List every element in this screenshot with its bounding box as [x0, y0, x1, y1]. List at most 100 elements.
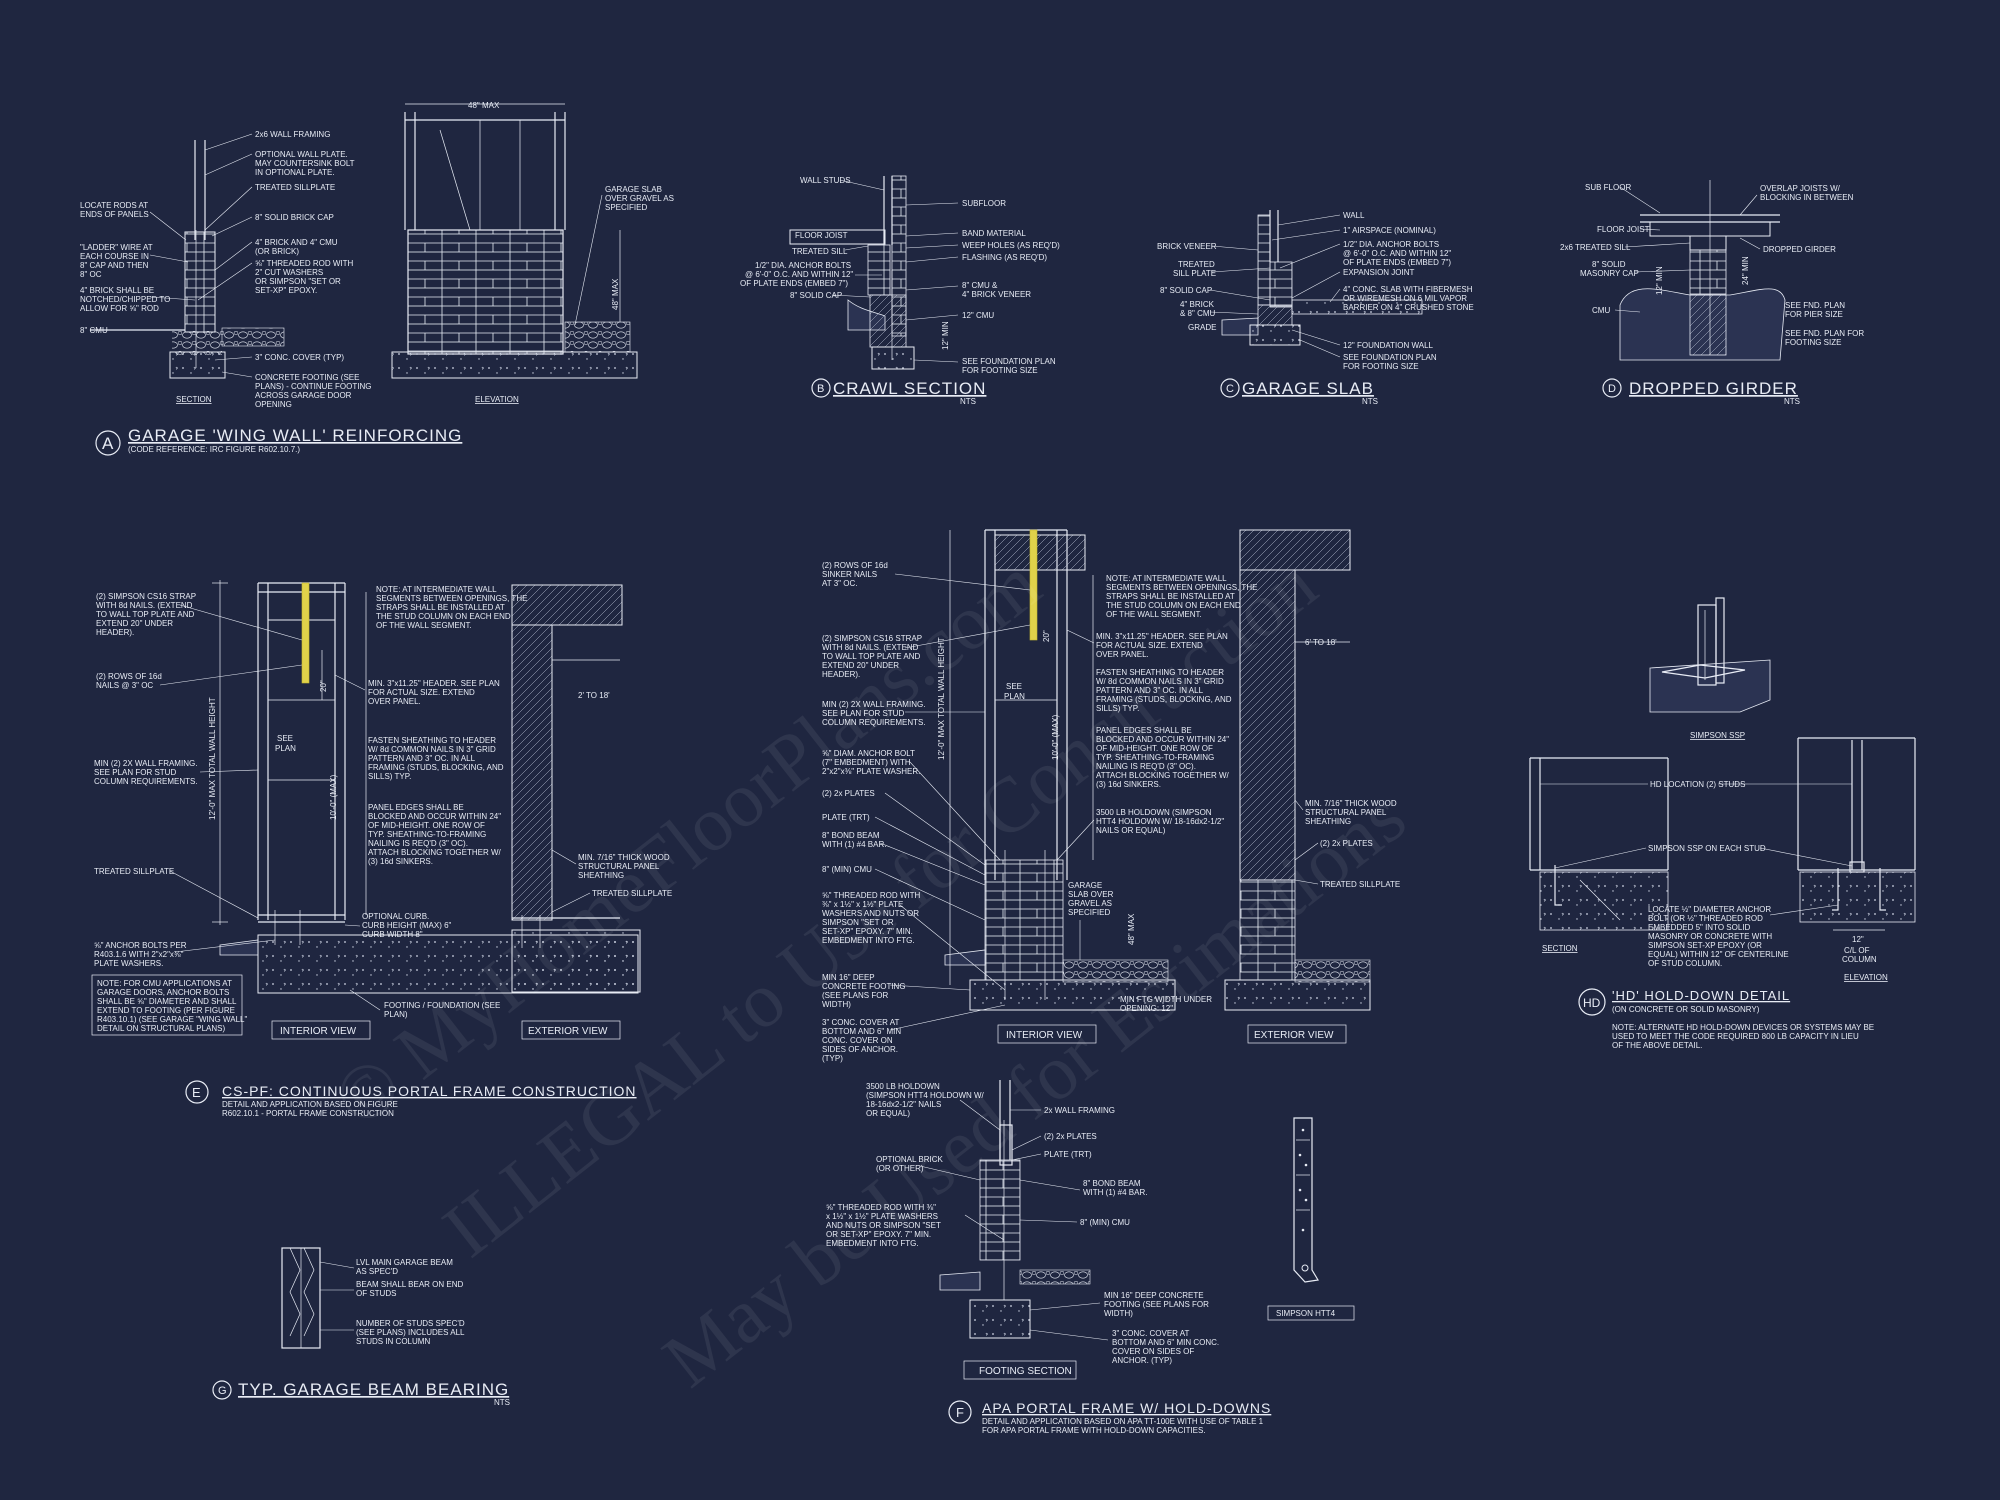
- svg-text:8" BOND BEAM: 8" BOND BEAM: [822, 831, 880, 840]
- svg-text:⅝" DIAM. ANCHOR BOLT: ⅝" DIAM. ANCHOR BOLT: [822, 749, 915, 758]
- svg-text:EXPANSION JOINT: EXPANSION JOINT: [1343, 268, 1415, 277]
- detail-a-left-notes: LOCATE RODS AT ENDS OF PANELS "LADDER" W…: [80, 201, 196, 335]
- detail-e-ext-notes: MIN. 7/16" THICK WOOD STRUCTURAL PANEL S…: [551, 849, 672, 913]
- svg-text:SPECIFIED: SPECIFIED: [605, 203, 647, 212]
- svg-text:⅝" THREADED ROD WITH ⅜": ⅝" THREADED ROD WITH ⅜": [826, 1203, 936, 1212]
- svg-text:NAILS OR EQUAL): NAILS OR EQUAL): [1096, 826, 1166, 835]
- svg-text:⅝" THREADED ROD WITH: ⅝" THREADED ROD WITH: [822, 891, 920, 900]
- svg-text:2x6 TREATED SILL: 2x6 TREATED SILL: [1560, 243, 1631, 252]
- detail-c-bubble: C: [1226, 383, 1234, 395]
- svg-text:12" FOUNDATION WALL: 12" FOUNDATION WALL: [1343, 341, 1434, 350]
- svg-text:WALL: WALL: [1343, 211, 1365, 220]
- svg-text:COLUMN REQUIREMENTS.: COLUMN REQUIREMENTS.: [94, 777, 198, 786]
- svg-text:SEE FND. PLAN FOR: SEE FND. PLAN FOR: [1785, 329, 1864, 338]
- svg-text:FOOTING SIZE: FOOTING SIZE: [1785, 338, 1841, 347]
- svg-text:MASONRY OR CONCRETE WITH: MASONRY OR CONCRETE WITH: [1648, 932, 1772, 941]
- svg-text:SILLS) TYP.: SILLS) TYP.: [368, 772, 411, 781]
- svg-text:OVER PANEL.: OVER PANEL.: [368, 697, 421, 706]
- svg-text:NAILING IS REQ'D (3" OC).: NAILING IS REQ'D (3" OC).: [1096, 762, 1196, 771]
- detail-f-see-plan-2: PLAN: [1004, 692, 1025, 701]
- svg-text:8" CMU &: 8" CMU &: [962, 281, 998, 290]
- svg-text:3500 LB HOLDOWN (SIMPSON: 3500 LB HOLDOWN (SIMPSON: [1096, 808, 1212, 817]
- svg-text:& 8" CMU: & 8" CMU: [1180, 309, 1216, 318]
- detail-g-title: TYP. GARAGE BEAM BEARING: [238, 1380, 509, 1399]
- detail-hd-dim-1: 12": [1852, 935, 1864, 944]
- svg-text:CMU: CMU: [1592, 306, 1610, 315]
- svg-text:OPTIONAL WALL PLATE.: OPTIONAL WALL PLATE.: [255, 150, 348, 159]
- svg-text:BOLT (OR ½" THREADED ROD: BOLT (OR ½" THREADED ROD: [1648, 914, 1763, 923]
- detail-d-dim-b: 24" MIN: [1741, 256, 1750, 285]
- detail-f-htt4-label: SIMPSON HTT4: [1276, 1309, 1336, 1318]
- svg-text:PLATE (TRT): PLATE (TRT): [822, 813, 870, 822]
- svg-text:NAILS @ 3" OC: NAILS @ 3" OC: [96, 681, 153, 690]
- detail-d-bubble-circle: [1602, 378, 1622, 398]
- svg-text:(OR OTHER): (OR OTHER): [876, 1164, 924, 1173]
- detail-f-footing-section: [939, 1080, 1091, 1339]
- detail-f-dim-side: 48" MAX: [1127, 913, 1136, 945]
- detail-g-bubble-circle: [212, 1380, 232, 1400]
- svg-text:PLATE WASHERS.: PLATE WASHERS.: [94, 959, 163, 968]
- svg-text:(2) 2x PLATES: (2) 2x PLATES: [1044, 1132, 1097, 1141]
- svg-text:NOTE: FOR CMU APPLICATIONS AT: NOTE: FOR CMU APPLICATIONS AT: [97, 979, 232, 988]
- svg-text:SIMPSON SET-XP EPOXY (OR: SIMPSON SET-XP EPOXY (OR: [1648, 941, 1762, 950]
- detail-a-elevation-label: ELEVATION: [475, 395, 519, 404]
- svg-text:BEAM SHALL BEAR ON END: BEAM SHALL BEAR ON END: [356, 1280, 464, 1289]
- svg-text:SIDES OF ANCHOR.: SIDES OF ANCHOR.: [822, 1045, 898, 1054]
- detail-e-mid-notes: NOTE: AT INTERMEDIATE WALL SEGMENTS BETW…: [334, 585, 527, 1019]
- svg-text:TYP. SHEATHING-TO-FRAMING: TYP. SHEATHING-TO-FRAMING: [1096, 753, 1214, 762]
- svg-text:SILL PLATE: SILL PLATE: [1173, 269, 1216, 278]
- svg-text:FOOTING / FOUNDATION (SEE: FOOTING / FOUNDATION (SEE: [384, 1001, 500, 1010]
- svg-text:ATTACH BLOCKING TOGETHER W/: ATTACH BLOCKING TOGETHER W/: [1096, 771, 1230, 780]
- svg-text:CURB WIDTH 8": CURB WIDTH 8": [362, 930, 423, 939]
- svg-text:THE STUD COLUMN ON EACH END: THE STUD COLUMN ON EACH END: [1106, 601, 1241, 610]
- svg-text:MIN. 7/16" THICK WOOD: MIN. 7/16" THICK WOOD: [578, 853, 670, 862]
- svg-text:FOOTING (SEE PLANS FOR: FOOTING (SEE PLANS FOR: [1104, 1300, 1209, 1309]
- detail-a-bubble: A: [102, 434, 114, 453]
- svg-text:8" SOLID BRICK CAP: 8" SOLID BRICK CAP: [255, 213, 334, 222]
- svg-text:EMBEDDED 5" INTO SOLID: EMBEDDED 5" INTO SOLID: [1648, 923, 1750, 932]
- svg-text:EMBEDMENT INTO FTG.: EMBEDMENT INTO FTG.: [822, 936, 915, 945]
- svg-text:GARAGE: GARAGE: [1068, 881, 1102, 890]
- svg-text:OVER PANEL.: OVER PANEL.: [1096, 650, 1149, 659]
- svg-text:WASHERS AND NUTS OR: WASHERS AND NUTS OR: [822, 909, 919, 918]
- detail-f-footing-label: FOOTING SECTION: [979, 1366, 1072, 1377]
- svg-text:4" CONC. SLAB WITH FIBERMESH: 4" CONC. SLAB WITH FIBERMESH: [1343, 285, 1473, 294]
- svg-text:3" CONC. COVER (TYP): 3" CONC. COVER (TYP): [255, 353, 344, 362]
- svg-text:TREATED SILLPLATE: TREATED SILLPLATE: [94, 867, 174, 876]
- svg-text:CONCRETE FOOTING: CONCRETE FOOTING: [822, 982, 906, 991]
- svg-text:BLOCKED AND OCCUR WITHIN 24": BLOCKED AND OCCUR WITHIN 24": [1096, 735, 1229, 744]
- svg-text:EXTEND TO FOOTING (PER FIGURE: EXTEND TO FOOTING (PER FIGURE: [97, 1006, 235, 1015]
- svg-text:SHALL BE ⅝" DIAMETER AND SHALL: SHALL BE ⅝" DIAMETER AND SHALL: [97, 997, 237, 1006]
- svg-text:THE STUD COLUMN ON EACH END: THE STUD COLUMN ON EACH END: [376, 612, 511, 621]
- svg-text:COVER ON SIDES OF: COVER ON SIDES OF: [1112, 1347, 1194, 1356]
- detail-a-subtitle: (CODE REFERENCE: IRC FIGURE R602.10.7.): [128, 445, 300, 454]
- detail-e-see-plan-1: SEE: [277, 734, 293, 743]
- svg-text:8" BOND BEAM: 8" BOND BEAM: [1083, 1179, 1141, 1188]
- svg-text:@ 6'-0" O.C. AND WITHIN 12": @ 6'-0" O.C. AND WITHIN 12": [745, 270, 853, 279]
- svg-text:4" BRICK: 4" BRICK: [1180, 300, 1215, 309]
- detail-d-title: DROPPED GIRDER: [1629, 379, 1798, 398]
- detail-e-strap: [301, 582, 310, 684]
- svg-text:SEE FOUNDATION PLAN: SEE FOUNDATION PLAN: [962, 357, 1056, 366]
- svg-text:2x WALL FRAMING: 2x WALL FRAMING: [1044, 1106, 1115, 1115]
- svg-text:MIN 16" DEEP CONCRETE: MIN 16" DEEP CONCRETE: [1104, 1291, 1204, 1300]
- svg-text:DROPPED GIRDER: DROPPED GIRDER: [1763, 245, 1836, 254]
- svg-text:OPTIONAL CURB.: OPTIONAL CURB.: [362, 912, 429, 921]
- detail-f-title: APA PORTAL FRAME W/ HOLD-DOWNS: [982, 1400, 1271, 1416]
- svg-text:SEGMENTS BETWEEN OPENINGS, THE: SEGMENTS BETWEEN OPENINGS, THE: [1106, 583, 1257, 592]
- svg-text:SIMPSON "SET OR: SIMPSON "SET OR: [822, 918, 894, 927]
- svg-text:OR SIMPSON "SET OR: OR SIMPSON "SET OR: [255, 277, 341, 286]
- svg-text:8" CMU: 8" CMU: [80, 326, 108, 335]
- detail-f-footing-right-notes: 2x WALL FRAMING (2) 2x PLATES PLATE (TRT…: [1010, 1106, 1219, 1365]
- svg-text:(3) 16d SINKERS.: (3) 16d SINKERS.: [1096, 780, 1161, 789]
- svg-text:PLANS) - CONTINUE FOOTING: PLANS) - CONTINUE FOOTING: [255, 382, 371, 391]
- svg-text:8" (MIN) CMU: 8" (MIN) CMU: [822, 865, 872, 874]
- detail-hd-dim-3: COLUMN: [1842, 955, 1877, 964]
- svg-text:OVER GRAVEL AS: OVER GRAVEL AS: [605, 194, 674, 203]
- svg-text:DETAIL ON STRUCTURAL PLANS): DETAIL ON STRUCTURAL PLANS): [97, 1024, 226, 1033]
- svg-text:OF MID-HEIGHT. ONE ROW OF: OF MID-HEIGHT. ONE ROW OF: [1096, 744, 1213, 753]
- detail-a-section-label: SECTION: [176, 395, 212, 404]
- svg-text:(2) SIMPSON CS16 STRAP: (2) SIMPSON CS16 STRAP: [96, 592, 196, 601]
- detail-g-nts: NTS: [494, 1398, 510, 1407]
- detail-c-title: GARAGE SLAB: [1242, 379, 1374, 398]
